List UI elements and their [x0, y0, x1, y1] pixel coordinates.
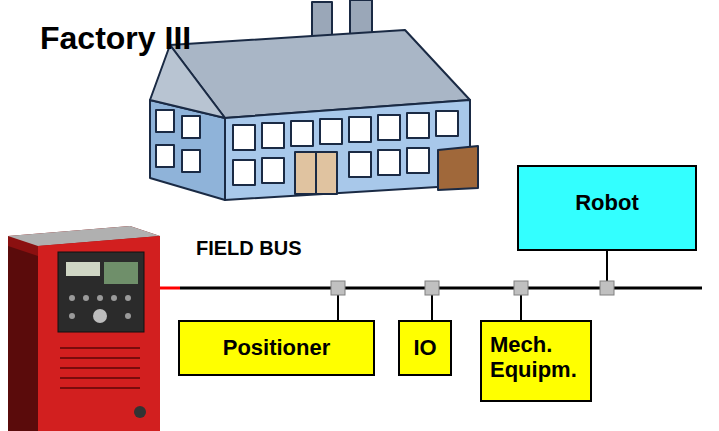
bus-tap: [331, 281, 345, 295]
device-box: IO: [398, 320, 452, 376]
bus-label: FIELD BUS: [196, 237, 302, 260]
factory-door: [295, 152, 337, 194]
window: [262, 158, 284, 183]
button: [125, 313, 131, 319]
factory-front-wall: [225, 100, 470, 200]
device-box: Mech. Equipm.: [480, 320, 592, 402]
bus-drops: [338, 250, 607, 321]
machine-front: [38, 236, 160, 431]
window: [436, 111, 458, 136]
panel-display: [104, 262, 138, 284]
vent: [60, 377, 140, 379]
window: [233, 125, 255, 150]
device-box: Positioner: [178, 320, 375, 376]
vent: [60, 357, 140, 359]
bus-taps: [331, 281, 614, 295]
window: [156, 110, 174, 132]
bus-tap: [514, 281, 528, 295]
node-label: Robot: [575, 190, 639, 215]
button: [69, 313, 75, 319]
machine-side: [8, 246, 38, 431]
machine-body: [8, 226, 160, 431]
vent: [60, 367, 140, 369]
window: [349, 117, 371, 142]
button: [83, 295, 89, 301]
bus-tap: [600, 281, 614, 295]
factory-illustration: [150, 0, 478, 200]
button: [97, 295, 103, 301]
window: [378, 150, 400, 175]
vent-slots: [60, 348, 140, 388]
window: [262, 123, 284, 148]
window: [378, 115, 400, 140]
window: [349, 152, 371, 177]
field-bus-line: [180, 287, 702, 290]
panel-buttons: [69, 295, 131, 323]
control-panel: [58, 252, 144, 332]
window: [320, 119, 342, 144]
factory-annex: [438, 146, 478, 190]
node-label: Mech. Equipm.: [490, 332, 584, 383]
node-label: IO: [413, 335, 436, 360]
door-split: [315, 152, 317, 194]
vent: [60, 387, 140, 389]
diagram-title: Factory III: [40, 20, 191, 57]
knob: [93, 309, 107, 323]
window: [407, 148, 429, 173]
panel-logo: [66, 262, 100, 276]
bus-tap: [425, 281, 439, 295]
socket: [134, 406, 146, 418]
button: [111, 295, 117, 301]
node-label: Positioner: [223, 335, 331, 360]
window: [407, 113, 429, 138]
welder-link: [160, 287, 180, 290]
welding-machine-illustration: [8, 226, 160, 431]
window: [291, 121, 313, 146]
button: [125, 295, 131, 301]
vent: [60, 347, 140, 349]
window: [182, 116, 200, 138]
button: [69, 295, 75, 301]
window: [233, 160, 255, 185]
window: [182, 150, 200, 172]
window: [156, 145, 174, 167]
robot-box: Robot: [517, 165, 697, 251]
